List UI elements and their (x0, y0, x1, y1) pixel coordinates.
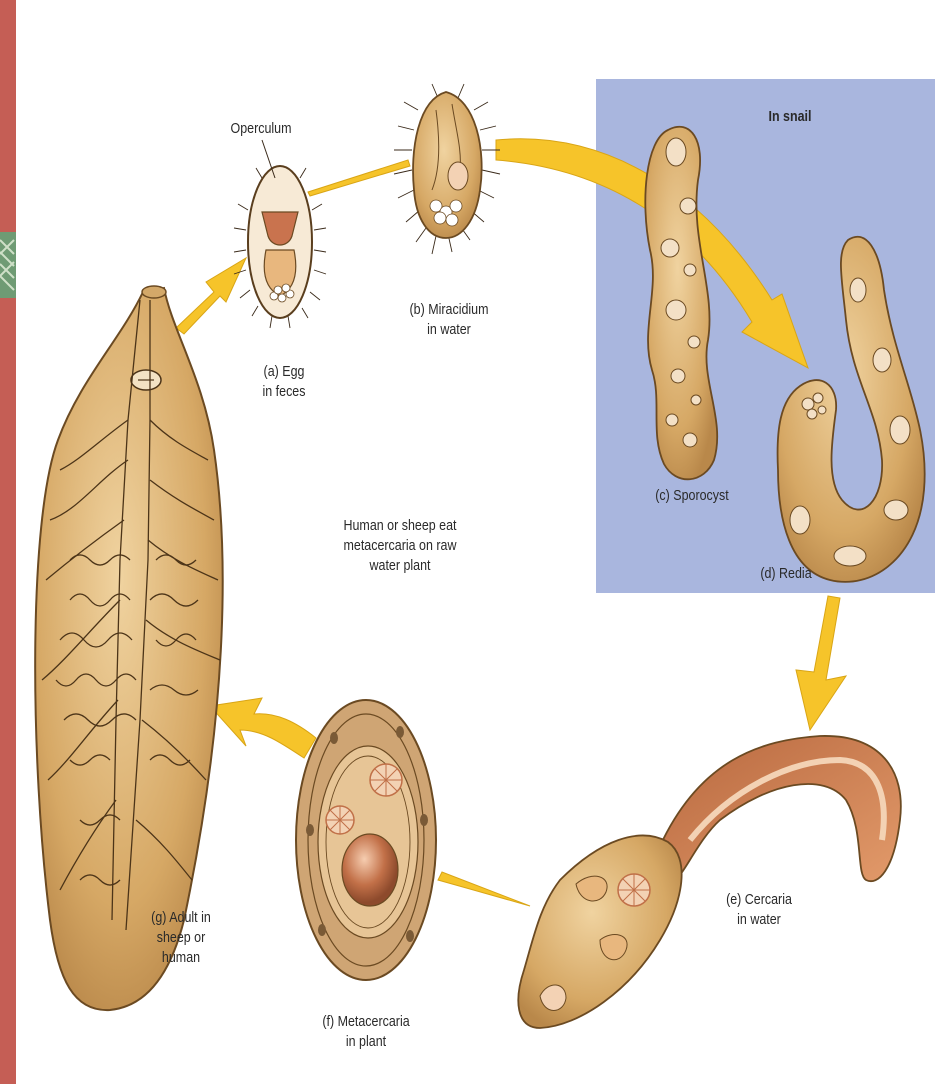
metacercaria-line-1: (f) Metacercaria (297, 1012, 435, 1032)
label-sporocyst: (c) Sporocyst (639, 486, 746, 506)
arrow-redia-to-cercaria (796, 596, 846, 730)
adult-line-3: human (134, 948, 229, 968)
arrow-cercaria-to-metacercaria (438, 872, 530, 906)
arrow-adult-to-egg (176, 258, 246, 334)
egg-line-2: in feces (243, 382, 326, 402)
label-miracidium: (b) Miracidium in water (385, 300, 514, 340)
label-adult: (g) Adult in sheep or human (134, 908, 229, 968)
egg-line-1: (a) Egg (243, 362, 326, 382)
redia-text: (d) Redia (743, 564, 829, 584)
sporocyst-text: (c) Sporocyst (639, 486, 746, 506)
label-in-snail: In snail (747, 107, 833, 127)
miracidium-line-2: in water (385, 320, 514, 340)
label-redia: (d) Redia (743, 564, 829, 584)
adult-line-1: (g) Adult in (134, 908, 229, 928)
note-line-1: Human or sheep eat (314, 516, 486, 536)
label-cercaria: (e) Cercaria in water (710, 890, 808, 930)
leaf-pattern-icon (0, 232, 16, 298)
arrow-egg-to-miracidium (308, 160, 410, 196)
arrow-metacercaria-to-adult (210, 698, 316, 758)
in-snail-text: In snail (747, 107, 833, 127)
miracidium (394, 84, 500, 254)
label-note: Human or sheep eat metacercaria on raw w… (314, 516, 486, 576)
cercaria-line-2: in water (710, 910, 808, 930)
operculum-text: Operculum (221, 119, 300, 139)
cercaria-line-1: (e) Cercaria (710, 890, 808, 910)
note-line-2: metacercaria on raw (314, 536, 486, 556)
label-operculum: Operculum (221, 119, 300, 139)
label-egg: (a) Egg in feces (243, 362, 326, 402)
miracidium-line-1: (b) Miracidium (385, 300, 514, 320)
left-stripe (0, 0, 16, 1084)
adult-line-2: sheep or (134, 928, 229, 948)
note-line-3: water plant (314, 556, 486, 576)
label-metacercaria: (f) Metacercaria in plant (297, 1012, 435, 1052)
egg (234, 140, 326, 328)
metacercaria (296, 700, 436, 980)
metacercaria-line-2: in plant (297, 1032, 435, 1052)
cercaria (518, 736, 901, 1028)
adult-fluke (35, 286, 222, 1010)
